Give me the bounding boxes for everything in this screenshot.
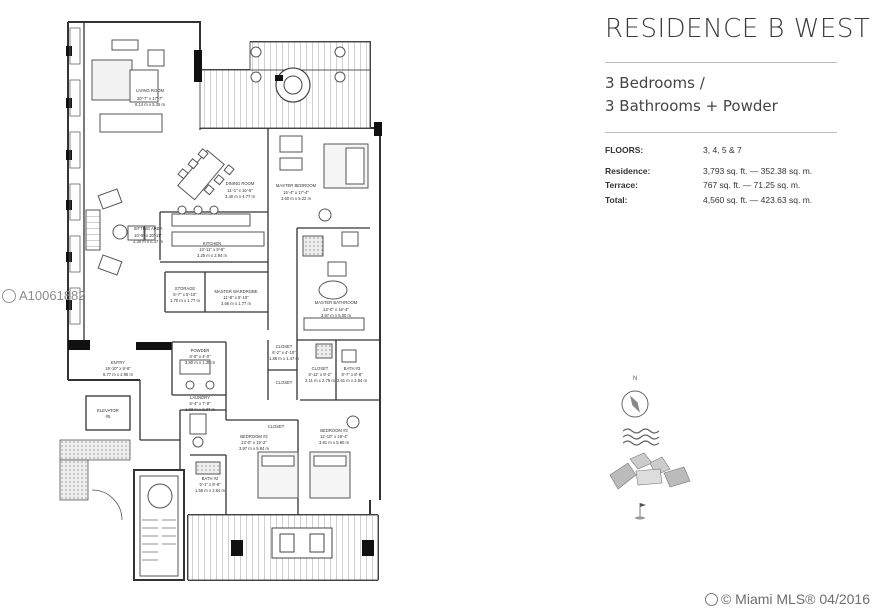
metric-closet1: 1.88 m x 1.47 m	[269, 356, 300, 361]
title-divider	[605, 62, 837, 63]
spec-value: 767 sq. ft. — 71.25 sq. m.	[703, 180, 801, 191]
dims-closet3: 6'-11" x 9'-2"	[308, 372, 332, 377]
sub-divider	[605, 132, 837, 133]
floor-plan: LIVING ROOM 20'-7" x 17'-7" 6.14 m x 5.3…	[59, 21, 382, 581]
label-laundry: LAUNDRY	[190, 395, 210, 400]
label-bath2: BATH #2	[202, 476, 219, 481]
metric-living: 6.14 m x 5.35 m	[135, 102, 166, 107]
spec-row-floors: FLOORS: 3, 4, 5 & 7	[605, 143, 812, 158]
label-powder: POWDER	[191, 348, 210, 353]
mls-logo-icon	[2, 288, 16, 303]
mls-logo-icon	[704, 592, 718, 606]
label-master-wardrobe: MASTER WARDROBE	[214, 289, 257, 294]
watermark-left-text: A10061882	[19, 288, 86, 303]
metric-bedroom2: 3.97 m x 5.84 m	[239, 446, 270, 451]
metric-bath3: 2.61 m x 2.64 m	[337, 378, 368, 383]
dims-bedroom3: 12'-10" x 19'-4"	[320, 434, 349, 439]
metric-laundry: 1.93 m x 2.37 m	[185, 407, 216, 412]
label-master-bath: MASTER BATHROOM	[315, 300, 358, 305]
watermark-right-text: © Miami MLS® 04/2016	[720, 591, 870, 607]
spec-label: Terrace:	[605, 180, 638, 191]
spec-value: 4,560 sq. ft. — 423.63 sq. m.	[703, 194, 813, 205]
metric-entry: 6.77 m x 2.95 m	[103, 372, 134, 377]
dims-entry: 19'-10" x 9'-8"	[105, 366, 131, 371]
dims-master-bath: 13'-0" x 16'-4"	[323, 307, 349, 312]
label-living: LIVING ROOM	[136, 88, 164, 93]
metric-closet3: 2.11 m x 2.79 m	[305, 378, 335, 383]
metric-dining: 3.40 m x 4.77 m	[225, 194, 256, 199]
watermark-left: A10061882	[2, 288, 86, 304]
metric-sitting: 3.30 m x 6.37 m	[133, 239, 164, 244]
dims-storage: 5'-7" x 5'-10"	[173, 292, 197, 297]
spec-row-residence: Residence: 3,793 sq. ft. — 352.38 sq. m.	[605, 164, 812, 179]
dims-bath2: 5'-1" x 8'-8"	[199, 482, 221, 487]
page-title: RESIDENCE B WEST	[605, 14, 871, 44]
label-closet4: CLOSET	[268, 424, 285, 429]
spec-value: 3, 4, 5 & 7	[703, 145, 742, 156]
site-plan-icon	[609, 452, 691, 520]
label-dining: DINING ROOM	[226, 181, 255, 186]
dims-master-bedroom: 15'-4" x 17'-4"	[283, 190, 309, 195]
label-sitting: SITTING AREA	[134, 226, 163, 231]
dims-bedroom2: 13'-0" x 19'-2"	[241, 440, 267, 445]
metric-bedroom3: 3.91 m x 5.90 m	[319, 440, 350, 445]
spec-table: FLOORS: 3, 4, 5 & 7 Residence: 3,793 sq.…	[605, 143, 812, 207]
compass-icon: N	[621, 376, 649, 418]
label-storage: STORAGE	[175, 286, 196, 291]
bedrooms-line: 3 Bedrooms /	[605, 74, 705, 92]
spec-row-terrace: Terrace: 767 sq. ft. — 71.25 sq. m.	[605, 178, 812, 193]
label-bath3: BATH #3	[344, 366, 361, 371]
label-kitchen: KITCHEN	[203, 241, 221, 246]
bathrooms-line: 3 Bathrooms + Powder	[605, 97, 778, 115]
label-entry: ENTRY	[111, 360, 125, 365]
metric-bath2: 1.55 m x 2.64 m	[195, 488, 226, 493]
label-closet1: CLOSET	[276, 344, 293, 349]
label-bedroom3: BEDROOM #3	[320, 428, 348, 433]
dims-powder: 6'-5" x 4'-0"	[189, 354, 211, 359]
label-bedroom2: BEDROOM #2	[240, 434, 268, 439]
dims-laundry: 6'-4" x 7'-9"	[189, 401, 211, 406]
metric-powder: 3.80 m x 1.35 m	[185, 360, 216, 365]
dims-kitchen: 10'-11" x 9'-8"	[199, 247, 225, 252]
spec-label: Residence:	[605, 165, 651, 176]
label-master-bedroom: MASTER BEDROOM	[276, 183, 317, 188]
metric-master-bath: 3.97 m x 5.00 m	[321, 313, 352, 318]
metric-kitchen: 3.25 m x 2.94 m	[197, 253, 228, 258]
sub-elevator: #5	[106, 414, 111, 419]
metric-master-bedroom: 3.60 m x 5.22 m	[281, 196, 312, 201]
dims-dining: 11'-1" x 16'-5"	[227, 188, 253, 193]
dims-bath3: 8'-7" x 8'-8"	[341, 372, 363, 377]
label-closet2: CLOSET	[276, 380, 293, 385]
dims-sitting: 10'-9" x 20'-11"	[134, 233, 162, 238]
metric-master-wardrobe: 3.56 m x 1.77 m	[221, 301, 252, 306]
spec-value: 3,793 sq. ft. — 352.38 sq. m.	[703, 165, 813, 176]
waves-icon	[623, 428, 659, 446]
label-closet3: CLOSET	[312, 366, 329, 371]
dims-living: 20'-7" x 17'-7"	[137, 96, 163, 101]
spec-row-total: Total: 4,560 sq. ft. — 423.63 sq. m.	[605, 193, 812, 208]
spec-label: FLOORS:	[605, 145, 644, 156]
label-elevator: ELEVATOR	[97, 408, 119, 413]
spec-label: Total:	[605, 194, 628, 205]
dims-closet1: 6'-2" x 4'-10"	[272, 350, 296, 355]
metric-storage: 1.70 m x 1.77 m	[170, 298, 201, 303]
compass-north-label: N	[633, 376, 637, 382]
dims-master-wardrobe: 11'-8" x 5'-10"	[223, 295, 249, 300]
watermark-right: © Miami MLS® 04/2016	[704, 591, 870, 607]
